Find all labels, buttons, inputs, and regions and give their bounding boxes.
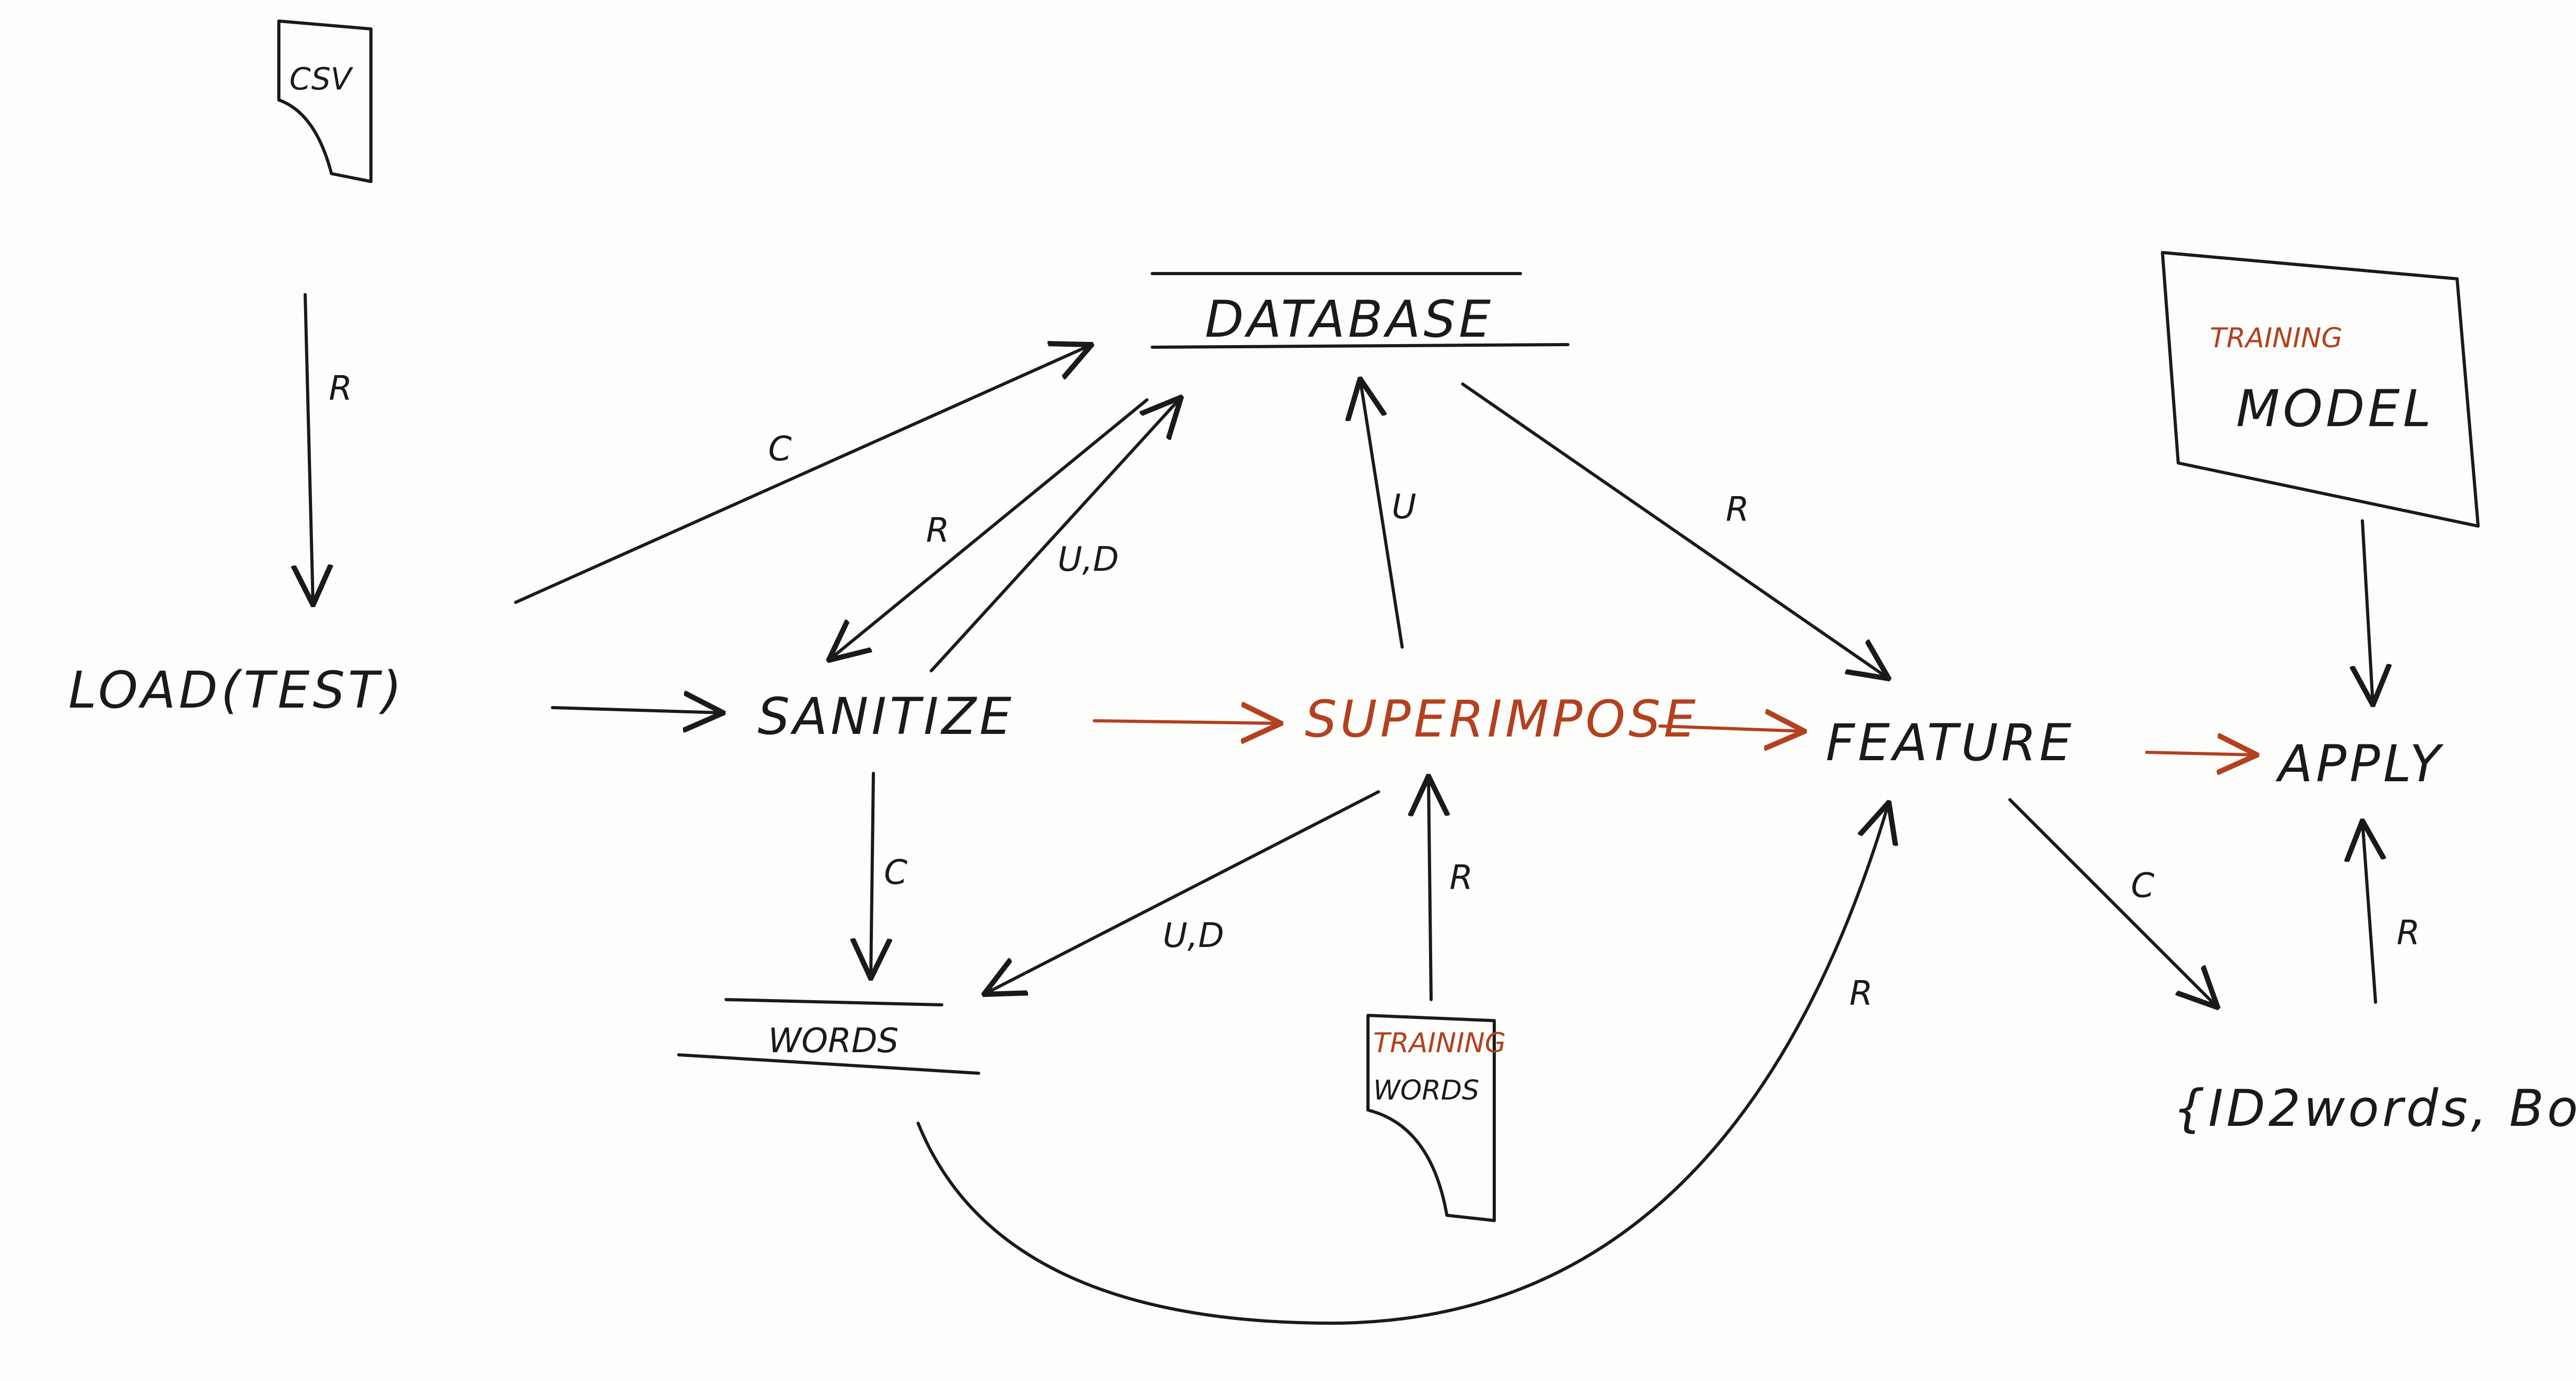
- edge-line: [514, 345, 1092, 604]
- edge-sanitize-to-superimpose: [1093, 721, 1281, 723]
- words-store: WORDS: [677, 998, 980, 1075]
- edge-idwords-to-apply: R: [2362, 821, 2420, 1004]
- training-model-shape: [2161, 251, 2480, 528]
- edge-label-sanitize-database: U,D: [1058, 540, 1119, 579]
- edge-label-features-idwords: C: [2131, 866, 2155, 905]
- edge-label-csv-load: R: [329, 369, 352, 408]
- training-model-document: TRAINING MODEL: [2161, 251, 2480, 528]
- edge-label-load-database: C: [768, 430, 792, 469]
- edge-line: [1428, 776, 1431, 1001]
- edge-line: [1461, 382, 1889, 679]
- edge-superimpose-to-words: U,D: [984, 790, 1380, 994]
- training-words-document: TRAINING WORDS: [1366, 1014, 1506, 1222]
- edge-line: [930, 397, 1181, 672]
- csv-document-shape: [277, 19, 373, 183]
- edge-line: [1360, 379, 1404, 649]
- training-model-top-label: TRAINING: [2210, 322, 2342, 354]
- edge-database-to-sanitize: R: [829, 398, 1149, 660]
- edge-database-to-features: R: [1461, 382, 1889, 679]
- edge-line: [829, 398, 1149, 660]
- edge-training-words-to-superimpose: R: [1428, 776, 1473, 1001]
- edge-line: [305, 293, 313, 605]
- words-label: WORDS: [768, 1022, 899, 1061]
- csv-label: CSV: [289, 61, 354, 97]
- edge-load-to-database: C: [514, 345, 1092, 604]
- training-model-bottom-label: MODEL: [2236, 379, 2434, 438]
- edge-features-to-apply: [2145, 752, 2257, 755]
- edge-line: [984, 790, 1380, 994]
- training-words-top-label: TRAINING: [1373, 1027, 1506, 1059]
- edge-label-superimpose-database: U: [1392, 488, 1416, 527]
- edge-label-words-features: R: [1849, 974, 1873, 1013]
- edge-label-database-features: R: [1726, 490, 1749, 529]
- edge-load-to-sanitize: [551, 708, 723, 713]
- features-label: FEATURE: [1826, 713, 2075, 772]
- load-label: LOAD(TEST): [68, 661, 405, 720]
- csv-document: CSV: [277, 19, 373, 183]
- id-words-bow-label: {ID2words, BoW}: [2173, 1079, 2576, 1138]
- edge-line: [2362, 821, 2376, 1004]
- edge-line: [871, 772, 873, 979]
- apply-label: APPLY: [2275, 734, 2444, 793]
- edge-sanitize-to-words: C: [871, 772, 908, 979]
- database-store: DATABASE: [1151, 272, 1569, 349]
- superimpose-label: SUPERIMPOSE: [1305, 690, 1699, 749]
- sanitize-label: SANITIZE: [758, 687, 1014, 746]
- edge-superimpose-to-features: [1658, 726, 1805, 731]
- edge-label-database-sanitize: R: [926, 511, 949, 550]
- words-top-line: [724, 998, 943, 1006]
- edge-words-to-features: R: [917, 802, 1889, 1325]
- edge-csv-to-load: R: [305, 293, 352, 605]
- edge-curve: [917, 802, 1889, 1325]
- database-bottom-line: [1151, 343, 1569, 349]
- words-bottom-line: [677, 1053, 980, 1075]
- edge-label-idwords-apply: R: [2397, 914, 2420, 953]
- edge-label-sanitize-words: C: [884, 853, 908, 892]
- training-words-shape: [1366, 1014, 1496, 1222]
- edge-line: [2008, 798, 2218, 1007]
- database-label: DATABASE: [1205, 290, 1494, 349]
- edge-superimpose-to-database: U: [1360, 379, 1416, 649]
- edge-sanitize-to-database: U,D: [930, 397, 1181, 672]
- training-words-bottom-label: WORDS: [1373, 1075, 1480, 1106]
- edge-label-superimpose-words: U,D: [1163, 916, 1224, 955]
- edge-training-model-to-apply: [2362, 519, 2373, 705]
- edge-label-training-words-superimpose: R: [1450, 859, 1473, 898]
- edge-features-to-idwords: C: [2008, 798, 2218, 1007]
